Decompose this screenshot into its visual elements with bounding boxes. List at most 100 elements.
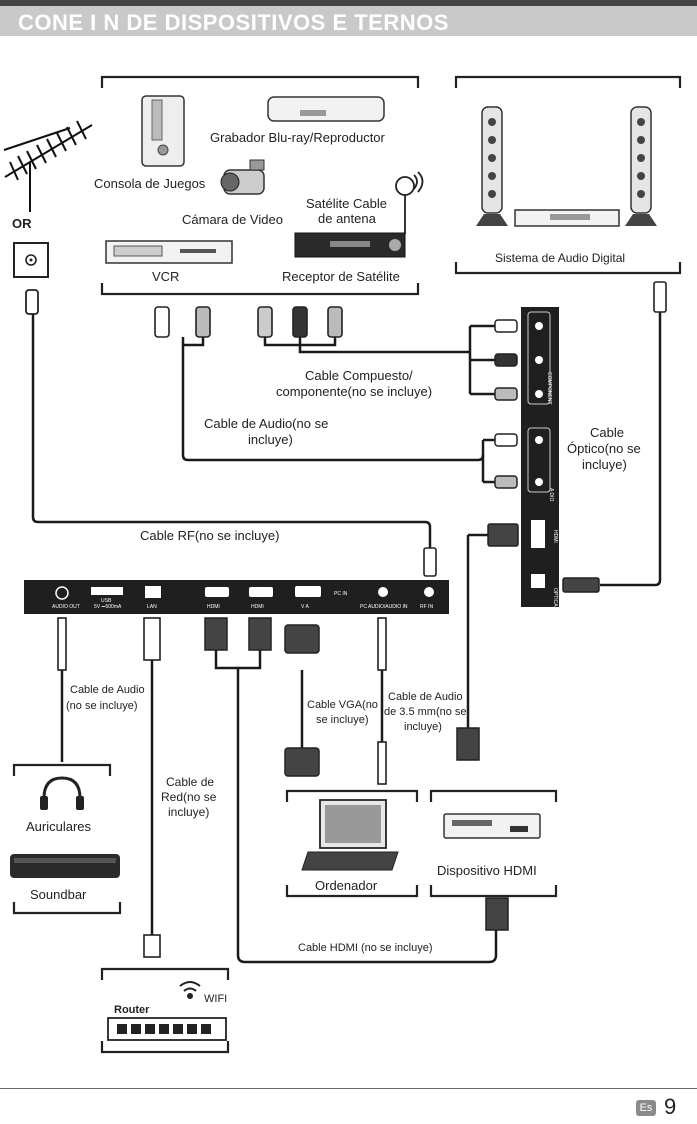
soundbar-label: Soundbar <box>30 887 87 902</box>
pc-audio-label-line1: Cable de Audio <box>388 691 463 703</box>
pc-audio-label-line3: incluye) <box>404 721 442 733</box>
computer-bracket-top <box>285 789 419 802</box>
antenna-icon <box>3 120 93 212</box>
headphones-bracket-top <box>12 763 112 776</box>
component-cable-join-a <box>263 337 300 347</box>
headphones-icon <box>40 776 84 810</box>
optical-port-label: OPTICAL <box>552 588 558 610</box>
audio-out-port-label: AUDIO OUT <box>52 604 80 610</box>
dvd-player-icon <box>443 813 541 839</box>
satellite-label-line1: Satélite Cable <box>306 196 387 211</box>
optical-label-line1: Cable <box>590 425 624 440</box>
optical-label-line2: Óptico(no se <box>567 441 641 456</box>
speaker-icon <box>476 106 508 226</box>
bluray-label: Grabador Blu-ray/Reproductor <box>210 130 386 145</box>
page-title: CONE I N DE DISPOSITIVOS E TERNOS <box>18 10 449 35</box>
headphones-label: Auriculares <box>26 819 92 834</box>
receiver-icon <box>294 232 406 258</box>
or-label: OR <box>12 216 32 231</box>
pc-audio-label-line2: de 3.5 mm(no se <box>384 706 467 718</box>
header-bar: CONE I N DE DISPOSITIVOS E TERNOS <box>0 0 697 36</box>
vcr-label: VCR <box>152 269 179 284</box>
headphone-cable-label-line1: Cable de Audio <box>70 684 145 696</box>
component-cable-join-b <box>300 337 337 347</box>
satellite-dish-icon <box>395 171 424 234</box>
audio-port-label: A DIO <box>548 488 554 501</box>
bottom-plugs <box>57 617 509 958</box>
audio-system-bracket-top <box>454 75 682 88</box>
side-panel-plugs <box>487 319 600 593</box>
laptop-icon <box>301 799 399 871</box>
component-cable-branches <box>470 324 495 396</box>
bluray-icon <box>267 96 385 122</box>
hdmi-cable-label: Cable HDMI (no se incluye) <box>298 942 433 954</box>
pc-audio-port-label: PC AUDIO/AUDIO IN <box>360 604 408 610</box>
router-bracket-top <box>100 967 230 980</box>
computer-label: Ordenador <box>315 878 378 893</box>
wifi-icon <box>179 981 201 999</box>
hdmi2-port-label: HDMI <box>251 604 264 610</box>
vga-port-label: V A <box>301 604 309 610</box>
audio-system-bracket-bottom <box>454 262 682 275</box>
audio-system-label: Sistema de Audio Digital <box>495 251 625 265</box>
lan-port-label: LAN <box>147 604 157 610</box>
hdmi-device-bracket-bottom <box>429 885 558 898</box>
optical-cable <box>600 312 662 587</box>
footer-divider <box>0 1088 697 1089</box>
component-label-line2: componente(no se incluye) <box>276 384 432 399</box>
hdmi-cable <box>214 650 498 964</box>
camcorder-icon <box>220 159 265 195</box>
rf-in-port-label: RF IN <box>420 604 433 610</box>
hdmi-side-port-label: HDMI <box>552 530 558 543</box>
vcr-icon <box>105 240 233 264</box>
top-devices-bracket-bottom <box>100 283 420 296</box>
tv-bottom-panel: AUDIO OUT USB 5V ⎓500mA LAN HDMI HDMI V … <box>24 580 449 614</box>
vga-cable-label-line2: se incluye) <box>316 714 369 726</box>
receiver-label: Receptor de Satélite <box>282 269 400 284</box>
hdmi-cable-join <box>238 650 262 670</box>
header-top-strip <box>0 0 697 6</box>
usb-port-label: USB <box>101 598 112 604</box>
component-label-line1: Cable Compuesto/ <box>305 368 413 383</box>
rf-cable-label: Cable RF(no se incluye) <box>140 528 279 543</box>
soundbar-bracket-bottom <box>12 902 122 915</box>
audio-cable-label-line2: incluye) <box>248 432 293 447</box>
rf-plug <box>423 547 437 577</box>
group-brackets <box>12 75 682 1054</box>
console-label: Consola de Juegos <box>94 176 206 191</box>
coax-wall-icon <box>13 242 49 315</box>
page-number: 9 <box>664 1094 677 1119</box>
audio-cable-label-line1: Cable de Audio(no se <box>204 416 328 431</box>
tv-side-panel: COMPONENT A DIO HDMI OPTICAL <box>521 307 559 610</box>
pc-in-port-label: PC IN <box>334 591 348 597</box>
camera-label: Cámara de Video <box>182 212 283 227</box>
usb-spec-label: 5V ⎓500mA <box>94 604 122 610</box>
router-icon <box>107 1017 227 1041</box>
optical-plug-top <box>653 281 667 313</box>
soundbar-icon <box>10 854 120 878</box>
router-label: Router <box>114 1004 150 1016</box>
vga-cable-label-line1: Cable VGA(no <box>307 699 378 711</box>
computer-bracket-bottom <box>285 885 419 898</box>
component-port-label: COMPONENT <box>546 372 552 405</box>
headphone-cable-label-line2: (no se incluye) <box>66 700 138 712</box>
wifi-label: WIFI <box>204 993 227 1005</box>
amplifier-icon <box>514 209 620 227</box>
rca-plugs-top <box>154 306 343 338</box>
hdmi-device-label: Dispositivo HDMI <box>437 863 537 878</box>
router-bracket-bottom <box>100 1041 230 1054</box>
network-cable-label-line2: Red(no se <box>161 790 217 804</box>
component-cable-main <box>298 337 470 354</box>
network-cable-label-line3: incluye) <box>168 805 209 819</box>
console-icon <box>141 95 185 167</box>
rf-cable <box>31 312 432 548</box>
cables <box>31 312 662 964</box>
satellite-label-line2: de antena <box>318 211 377 226</box>
hdmi1-port-label: HDMI <box>207 604 220 610</box>
top-devices-bracket-top <box>100 75 420 88</box>
network-cable-label-line1: Cable de <box>166 775 214 789</box>
audio-cable-left-join <box>183 337 205 347</box>
optical-label-line3: incluye) <box>582 457 627 472</box>
